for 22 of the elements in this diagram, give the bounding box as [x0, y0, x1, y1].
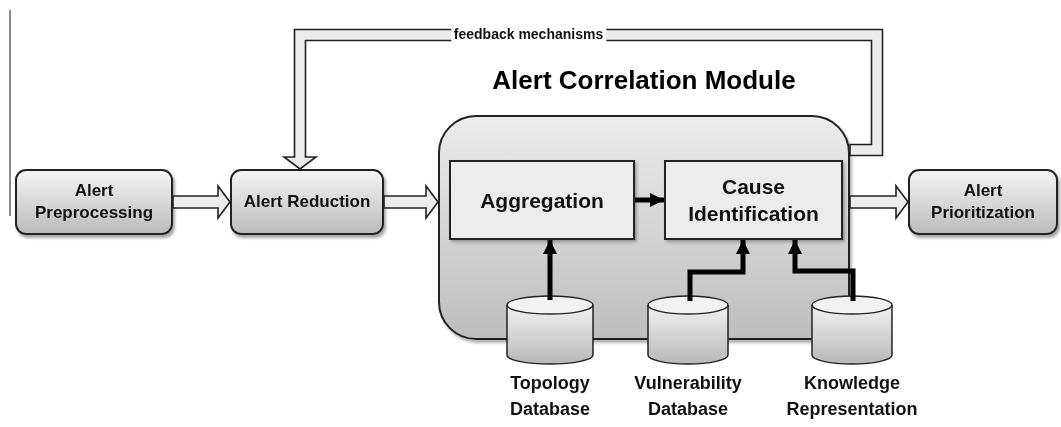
edge-label: feedback mechanisms [450, 26, 607, 42]
process-box [449, 160, 635, 240]
box-label: Alert Preprocessing [33, 180, 155, 224]
module-title: Alert Correlation Module [491, 65, 797, 96]
arrow [687, 240, 750, 301]
database-label: Vulnerability Database [633, 372, 743, 421]
process-box [230, 169, 384, 235]
block-arrow [383, 183, 439, 221]
database-label: Topology Database [508, 372, 591, 421]
database-label: Knowledge Representation [785, 372, 919, 421]
block-arrow [172, 183, 231, 221]
arrow [635, 193, 664, 207]
block-arrow [849, 183, 909, 221]
arrow [543, 240, 557, 300]
process-box [908, 169, 1058, 235]
process-box [15, 169, 173, 235]
process-box [664, 160, 843, 240]
arrow [788, 240, 856, 301]
box-label: Alert Reduction [243, 191, 371, 213]
box-label: Cause Identification [687, 174, 820, 227]
box-label: Aggregation [480, 187, 604, 214]
box-label: Alert Prioritization [930, 180, 1036, 224]
